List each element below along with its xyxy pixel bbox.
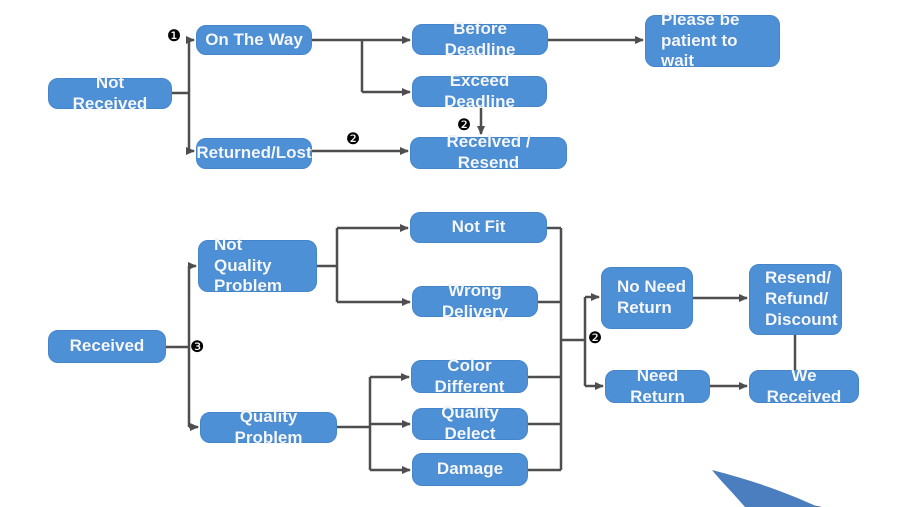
node-received: Received [48, 330, 166, 363]
node-received-resend: Recelved / Resend [410, 132, 567, 172]
node-returned-lost: Returned/Lost [196, 138, 312, 169]
step-2-marker-returned: ❷ [345, 129, 361, 148]
node-before-deadline: Before Deadline [412, 19, 548, 59]
node-wrong-delivery: Wrong Delivery [412, 281, 538, 321]
step-1-marker: ❶ [166, 26, 182, 45]
node-damage: Damage [412, 453, 528, 486]
node-we-received: We Received [749, 366, 859, 406]
step-2-marker-exceed: ❷ [456, 115, 472, 134]
node-quality-problem: Quality Problem [200, 407, 337, 447]
swoosh-decoration [712, 470, 822, 507]
node-not-fit: Not Fit [410, 212, 547, 243]
node-not-received: Not Received [48, 73, 172, 113]
step-2-marker-return-branch: ❷ [587, 328, 603, 347]
node-no-need-return: No Need Return [601, 267, 693, 329]
step-3-marker: ❸ [189, 337, 205, 356]
node-please-wait: Please be patient to wait [645, 10, 780, 70]
connectors [166, 36, 797, 474]
node-color-different: Color Different [411, 356, 528, 396]
node-quality-delect: Quality Delect [412, 403, 528, 443]
node-on-the-way: On The Way [196, 25, 312, 55]
swoosh-blue-shape [712, 470, 818, 507]
node-not-quality-problem: Not Quality Problem [198, 235, 317, 295]
node-exceed-deadline: Exceed Deadline [412, 71, 547, 111]
node-resend-refund-discount: Resend/ Refund/ Discount [749, 264, 842, 335]
node-need-return: Need Return [605, 366, 710, 406]
